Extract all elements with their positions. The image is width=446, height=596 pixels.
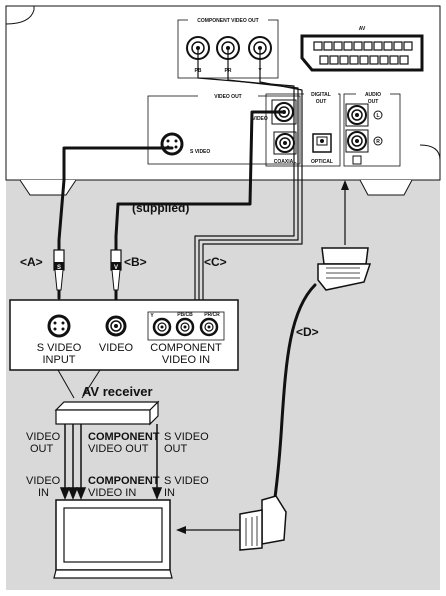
audio-out-label-1: AUDIO xyxy=(365,92,381,98)
component-video-in-route-label-2: VIDEO IN xyxy=(88,487,136,499)
right-badge xyxy=(373,136,383,146)
receiver-y-label: Y xyxy=(150,313,154,319)
receiver-s-video-socket xyxy=(47,314,71,338)
av-receiver-box xyxy=(54,400,160,426)
routing-labels: VIDEO OUT COMPONENT VIDEO OUT S VIDEO OU… xyxy=(26,431,209,499)
scart-plug-bottom xyxy=(239,495,287,551)
receiver-video-label: VIDEO xyxy=(99,342,134,354)
digital-out-label-1: DIGITAL xyxy=(311,92,331,98)
label-d: <D> xyxy=(296,325,319,339)
plug-a: S xyxy=(53,249,65,291)
component-video-in-label-2: VIDEO IN xyxy=(162,354,210,366)
cable-c-3 xyxy=(202,47,303,301)
ground-terminal-icon xyxy=(352,155,362,165)
s-video-socket xyxy=(160,132,184,156)
video-in-label-2: IN xyxy=(38,487,49,499)
component-video-in-label-1: COMPONENT xyxy=(150,342,222,354)
right-label: R xyxy=(376,139,380,145)
s-video-in-label-2: IN xyxy=(164,487,175,499)
receiver-jack-prcr xyxy=(199,317,219,337)
scart-plug-top xyxy=(317,247,372,291)
plug-b-label: V xyxy=(114,265,118,271)
player-foot-right xyxy=(359,179,413,196)
video-out-title: VIDEO OUT xyxy=(214,94,242,100)
av-label: AV xyxy=(359,26,366,32)
optical-label: OPTICAL xyxy=(311,159,333,165)
digital-out-label-2: OUT xyxy=(316,99,327,105)
s-video-label: S VIDEO xyxy=(190,149,210,155)
scart-socket xyxy=(300,34,424,72)
component-video-out-label-2: VIDEO OUT xyxy=(88,443,149,455)
arrow-tv-left xyxy=(176,526,186,534)
player-foot-left xyxy=(19,179,77,196)
plug-a-label: S xyxy=(57,265,61,271)
receiver-jack-y xyxy=(152,317,172,337)
video-in-label-1: VIDEO xyxy=(26,475,61,487)
jack-audio-right xyxy=(345,129,369,153)
plug-b: V xyxy=(110,249,122,291)
component-video-out-label-1: COMPONENT xyxy=(88,431,160,443)
component-video-in-route-label-1: COMPONENT xyxy=(88,475,160,487)
label-b: <B> xyxy=(124,255,147,269)
signal-lines xyxy=(59,424,163,501)
receiver-video-jack xyxy=(105,315,127,337)
receiver-pbcb-label: PB/CB xyxy=(177,312,193,318)
av-receiver-label: AV receiver xyxy=(82,384,153,399)
cables xyxy=(57,47,317,507)
cable-b xyxy=(114,110,286,312)
player-right-bump xyxy=(419,144,441,161)
cable-d xyxy=(272,283,317,507)
video-out-label-1: VIDEO xyxy=(26,431,61,443)
tv xyxy=(53,499,173,579)
receiver-component-frame xyxy=(147,311,225,341)
jack-audio-left xyxy=(345,103,369,127)
s-video-out-label-2: OUT xyxy=(164,443,188,455)
player-rear-panel: COMPONENT VIDEO OUT PB PR Y AV xyxy=(5,5,441,196)
optical-socket xyxy=(312,133,332,153)
left-badge xyxy=(373,110,383,120)
coaxial-label: COAXIAL xyxy=(274,159,297,165)
receiver-input-panel: Y PB/CB PR/CR S VIDEO INPUT VIDEO COMPON… xyxy=(9,299,239,371)
jack-coaxial xyxy=(273,131,297,155)
cable-c-1 xyxy=(194,47,295,301)
label-a: <A> xyxy=(20,255,43,269)
receiver-prcr-label: PR/CR xyxy=(204,312,220,318)
video-jack-label: VIDEO xyxy=(252,116,268,122)
s-video-input-label-2: INPUT xyxy=(43,354,76,366)
label-c: <C> xyxy=(204,255,227,269)
arrow-av-up xyxy=(341,180,349,190)
cable-c-2 xyxy=(198,47,299,301)
audio-out-label-2: OUT xyxy=(368,99,379,105)
s-video-in-label-1: S VIDEO xyxy=(164,475,209,487)
video-out-label-2: OUT xyxy=(30,443,54,455)
s-video-input-label-1: S VIDEO xyxy=(37,342,82,354)
component-video-out-title: COMPONENT VIDEO OUT xyxy=(197,18,258,24)
receiver-callout xyxy=(57,369,101,399)
receiver-jack-pbcb xyxy=(175,317,195,337)
supplied-label: (supplied) xyxy=(132,201,189,215)
s-video-out-label-1: S VIDEO xyxy=(164,431,209,443)
digital-out-frame xyxy=(265,93,341,167)
left-label: L xyxy=(376,113,379,119)
player-left-curve xyxy=(5,6,35,25)
